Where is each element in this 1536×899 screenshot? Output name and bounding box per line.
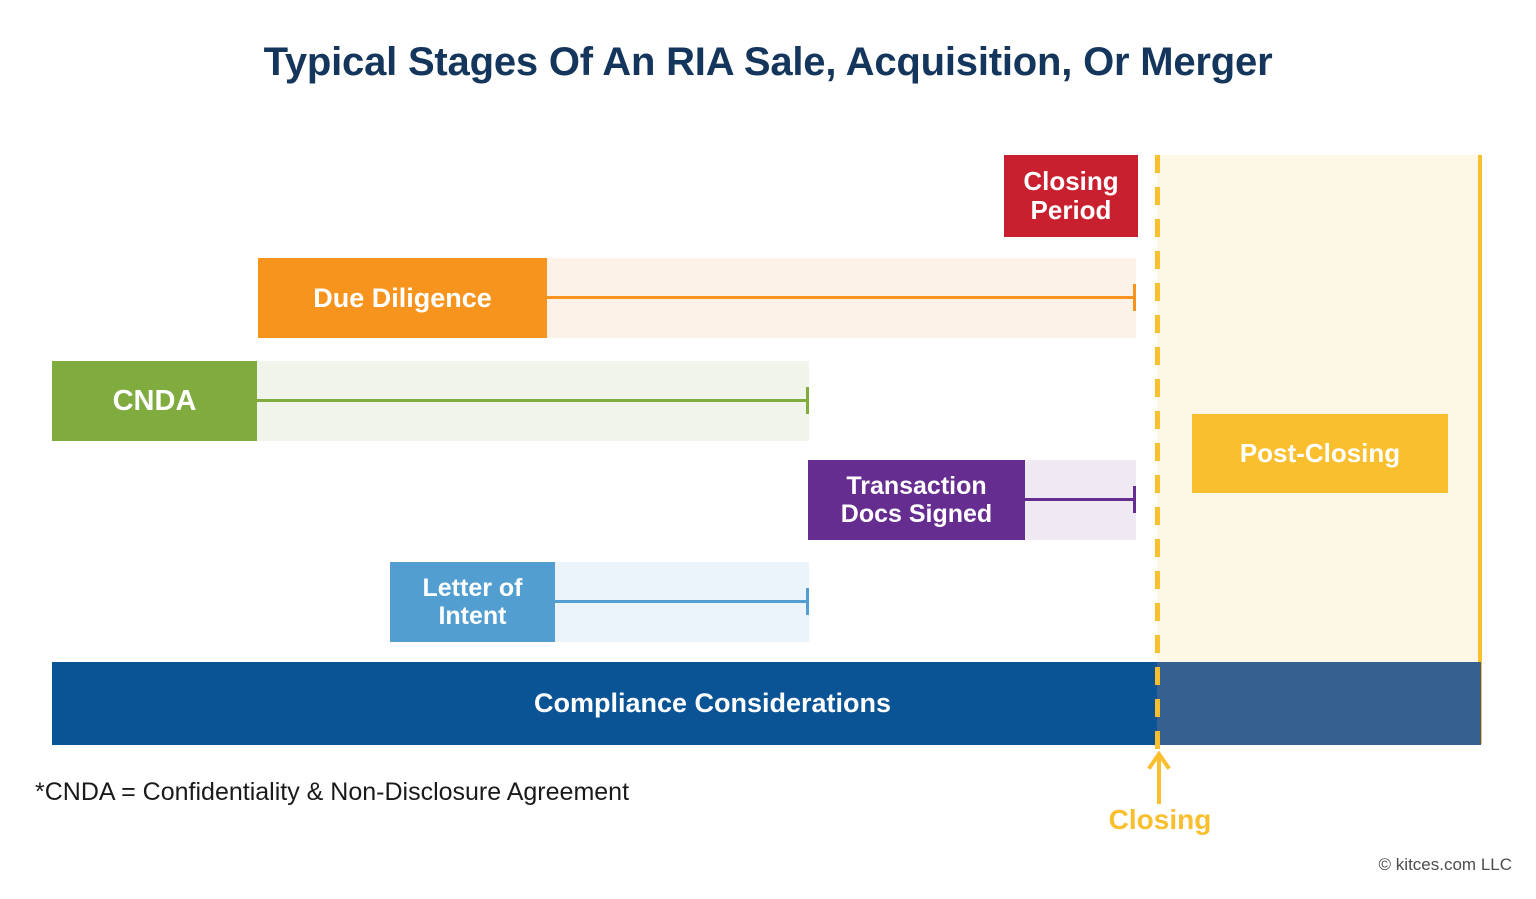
bar-transaction-docs-signed[interactable]: Transaction Docs Signed: [808, 460, 1025, 540]
bar-label-due-diligence: Due Diligence: [313, 282, 492, 313]
bar-due-diligence[interactable]: Due Diligence: [258, 258, 547, 338]
bar-label-transaction-docs-line1: Transaction: [846, 472, 987, 500]
post-closing-right-boundary-line: [1478, 155, 1482, 744]
transaction-docs-tail-line: [1025, 498, 1136, 501]
due-diligence-tail-line: [547, 296, 1136, 299]
bar-compliance-considerations-post-closing[interactable]: [1157, 662, 1481, 745]
closing-arrow-icon: [1147, 750, 1171, 804]
bar-cnda[interactable]: CNDA: [52, 361, 257, 441]
letter-of-intent-end-cap: [806, 588, 809, 615]
cnda-tail-line: [257, 399, 808, 402]
letter-of-intent-tail-line: [555, 600, 808, 603]
page-title: Typical Stages Of An RIA Sale, Acquisiti…: [263, 40, 1273, 84]
bar-post-closing[interactable]: Post-Closing: [1192, 414, 1448, 493]
transaction-docs-end-cap: [1133, 486, 1136, 513]
bar-label-letter-of-intent-line1: Letter of: [422, 574, 523, 602]
post-closing-label: Post-Closing: [1239, 438, 1401, 468]
bar-label-transaction-docs-line2: Docs Signed: [840, 500, 993, 528]
bar-compliance-considerations-pre-closing[interactable]: [52, 662, 1157, 745]
footnote-cnda-definition: *CNDA = Confidentiality & Non-Disclosure…: [35, 778, 630, 806]
due-diligence-end-cap: [1133, 284, 1136, 311]
bar-closing-period[interactable]: Closing Period: [1004, 155, 1138, 237]
compliance-considerations-label-wrap: Compliance Considerations: [52, 662, 1481, 745]
bar-label-cnda: CNDA: [112, 384, 197, 417]
cnda-end-cap: [806, 387, 809, 414]
closing-period-label-line2: Period: [1030, 195, 1112, 225]
bar-label-letter-of-intent-line2: Intent: [438, 602, 507, 630]
closing-dashed-line: [1155, 155, 1160, 755]
closing-milestone-label: Closing: [1108, 804, 1212, 835]
bar-label-compliance-considerations: Compliance Considerations: [533, 688, 892, 718]
closing-period-label-line1: Closing: [1023, 166, 1119, 197]
bar-letter-of-intent[interactable]: Letter of Intent: [390, 562, 555, 642]
copyright-notice: © kitces.com LLC: [1378, 855, 1512, 874]
